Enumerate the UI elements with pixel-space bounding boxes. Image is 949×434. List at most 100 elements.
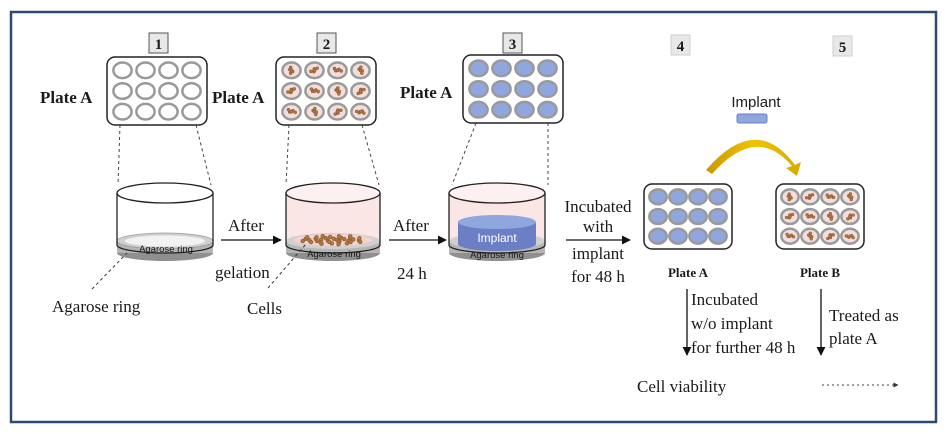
well bbox=[780, 227, 800, 245]
well bbox=[820, 227, 840, 245]
implant-in-dish-text: Implant bbox=[477, 231, 517, 245]
incubated-with-line4: for 48 h bbox=[571, 267, 625, 286]
incubated-with-line2: with bbox=[583, 217, 614, 236]
agarose-ring-dish-3-text: Agarose ring bbox=[470, 250, 524, 261]
cell-dot bbox=[308, 239, 314, 245]
plate-4-plate-a-wells bbox=[643, 183, 733, 250]
agarose-ring-dish-2-text: Agarose ring bbox=[307, 249, 361, 260]
well bbox=[135, 81, 156, 101]
well bbox=[668, 188, 688, 206]
well bbox=[181, 61, 202, 80]
well bbox=[514, 100, 535, 119]
cell-dot bbox=[319, 241, 324, 246]
well bbox=[820, 207, 840, 226]
dish-3-implant: Implant Agarose ring bbox=[448, 182, 546, 261]
plate-3-implant-wells bbox=[462, 54, 564, 124]
agarose-ring-dish-text: Agarose ring bbox=[139, 244, 193, 255]
incubated-with-line3: implant bbox=[572, 244, 624, 263]
well bbox=[491, 100, 512, 119]
dish-2-cells: Agarose ring bbox=[285, 182, 381, 261]
cell-dot bbox=[336, 234, 342, 239]
well bbox=[780, 207, 800, 226]
plate-a-label-1: Plate A bbox=[40, 88, 93, 107]
transfer-arrow bbox=[706, 139, 801, 176]
well bbox=[820, 188, 840, 206]
cell-dot bbox=[320, 233, 325, 239]
after-gelation-line2: gelation bbox=[215, 263, 270, 282]
well bbox=[800, 227, 820, 245]
well bbox=[840, 188, 860, 206]
well bbox=[514, 59, 535, 78]
well bbox=[158, 61, 179, 80]
plate-5-plate-b-wells bbox=[775, 183, 865, 250]
well bbox=[181, 102, 202, 121]
dish-1-agarose-ring: Agarose ring bbox=[116, 182, 214, 261]
cell-dot bbox=[358, 239, 363, 245]
incubated-without-line1: Incubated bbox=[691, 290, 759, 309]
well bbox=[350, 102, 371, 121]
well bbox=[304, 61, 325, 80]
step-number-3-text: 3 bbox=[509, 37, 517, 53]
cell-dot bbox=[357, 236, 362, 241]
well bbox=[688, 188, 708, 206]
well bbox=[668, 207, 688, 226]
well bbox=[688, 207, 708, 226]
well bbox=[648, 188, 668, 206]
step-number-2-text: 2 bbox=[323, 37, 331, 53]
well bbox=[840, 207, 860, 226]
cells-callout-line bbox=[267, 243, 307, 289]
well bbox=[327, 102, 348, 121]
step-number-1: 1 bbox=[148, 32, 169, 54]
plate-a-label-4: Plate A bbox=[668, 265, 709, 280]
step-number-4-text: 4 bbox=[677, 39, 685, 55]
well bbox=[158, 102, 179, 121]
plate-a-label-3: Plate A bbox=[400, 83, 453, 102]
step-number-5: 5 bbox=[832, 35, 853, 57]
well bbox=[491, 79, 512, 99]
plate-a-label-2: Plate A bbox=[212, 88, 265, 107]
well bbox=[135, 61, 156, 80]
well bbox=[708, 227, 728, 245]
step-number-4: 4 bbox=[670, 34, 691, 56]
cell-dot bbox=[329, 241, 335, 246]
well bbox=[327, 61, 348, 80]
cell-viability-text: Cell viability bbox=[637, 377, 727, 396]
plate-b-label: Plate B bbox=[800, 265, 840, 280]
agarose-callout-line bbox=[91, 252, 128, 290]
cell-dot bbox=[314, 235, 319, 240]
cell-dot bbox=[348, 239, 353, 245]
well bbox=[135, 102, 156, 121]
well bbox=[281, 102, 302, 121]
incubated-without-line2: w/o implant bbox=[691, 314, 773, 333]
well bbox=[708, 207, 728, 226]
well bbox=[281, 81, 302, 101]
treated-as-line1: Treated as bbox=[829, 306, 899, 325]
well bbox=[468, 100, 489, 119]
well bbox=[304, 81, 325, 101]
well bbox=[648, 227, 668, 245]
well bbox=[158, 81, 179, 101]
cell-dot bbox=[331, 236, 336, 241]
well bbox=[112, 81, 133, 101]
after-24h-line1: After bbox=[393, 216, 429, 235]
well bbox=[112, 102, 133, 121]
well bbox=[350, 81, 371, 101]
well bbox=[468, 59, 489, 78]
well bbox=[327, 81, 348, 101]
well bbox=[800, 188, 820, 206]
step-number-5-text: 5 bbox=[839, 40, 847, 56]
well bbox=[537, 79, 558, 99]
after-24h-line2: 24 h bbox=[397, 264, 427, 283]
step-number-3: 3 bbox=[502, 32, 523, 54]
well bbox=[514, 79, 535, 99]
cell-dot bbox=[300, 238, 305, 244]
well bbox=[800, 207, 820, 226]
well bbox=[537, 59, 558, 78]
well bbox=[708, 188, 728, 206]
well bbox=[668, 227, 688, 245]
well bbox=[112, 61, 133, 80]
well bbox=[688, 227, 708, 245]
agarose-ring-callout-text: Agarose ring bbox=[52, 297, 141, 316]
well bbox=[780, 188, 800, 206]
